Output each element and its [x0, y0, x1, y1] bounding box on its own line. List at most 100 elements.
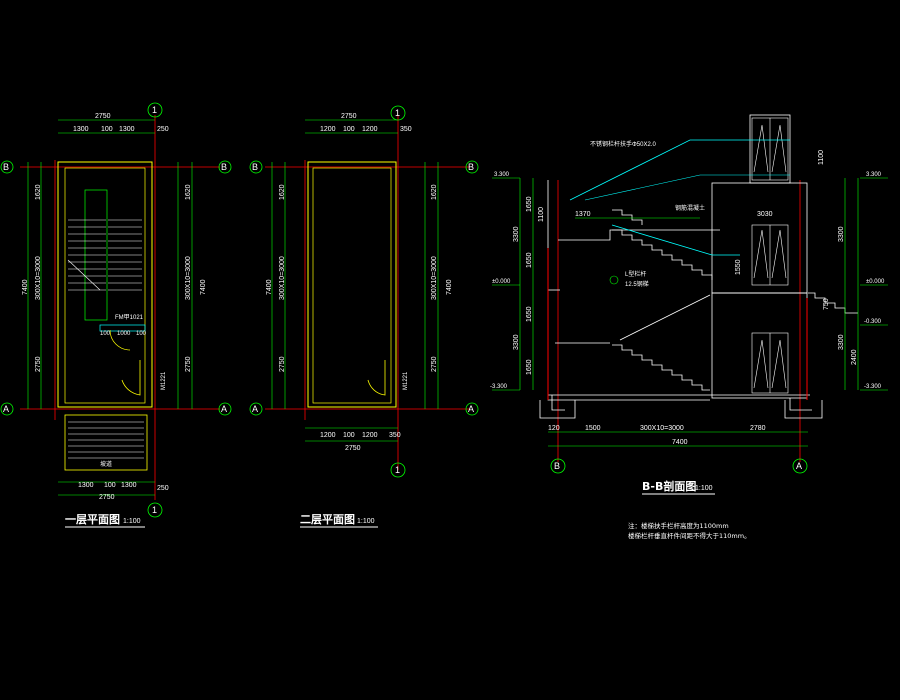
plan2-top-part-1: 1200 [320, 126, 336, 133]
plan2-axis-bubble-a-left: A [249, 402, 263, 416]
section-left-inner-4: 1650 [526, 359, 533, 375]
svg-text:A: A [252, 404, 258, 414]
plan2-right-mid: 300X10=3000 [431, 256, 438, 300]
svg-text:B: B [468, 162, 474, 172]
svg-text:B: B [3, 162, 9, 172]
section-h-dim-3: 300X10=3000 [640, 425, 684, 432]
plan1-win-dim-3: 100 [136, 331, 147, 337]
section-left-inner-3: 1650 [526, 306, 533, 322]
section-level-left-2: ±0.000 [492, 279, 511, 285]
plan-2: 2750 1200 100 1200 350 1200 100 1200 350… [249, 105, 479, 528]
section-right-dim-3: 2400 [851, 349, 858, 365]
section-h-overall: 7400 [672, 439, 688, 446]
plan2-left-mid: 300X10=3000 [279, 256, 286, 300]
svg-text:A: A [221, 404, 227, 414]
plan2-right-lower: 2750 [431, 356, 438, 372]
section-left-dim-2: 3300 [513, 334, 520, 350]
section-h-dim-4: 2780 [750, 425, 766, 432]
section-axis-bubble-b: B [550, 458, 566, 474]
plan1-win-dim-2: 1000 [117, 331, 131, 337]
section-h-dim-1: 120 [548, 425, 560, 432]
plan2-axis-bubble-b-right: B [465, 160, 479, 174]
section-level-left-1: 3.300 [494, 172, 510, 178]
plan1-right-upper: 1620 [185, 184, 192, 200]
plan1-right-overall: 7400 [200, 279, 207, 295]
plan2-axis-bubble-bottom: 1 [390, 462, 406, 478]
section-left-small: 1100 [538, 207, 545, 222]
plan1-scale: 1:100 [123, 518, 141, 525]
plan2-axis-bubble-a-right: A [465, 402, 479, 416]
plan2-bottom-overall: 2750 [345, 445, 361, 452]
plan1-axis-bubble-top: 1 [147, 102, 163, 118]
plan1-top-overall: 2750 [95, 113, 111, 120]
plan1-bottom-part-2: 100 [104, 482, 116, 489]
plan1-ramp-lines [68, 421, 144, 459]
section-upper-dim-2: 3030 [757, 211, 773, 218]
plan1-window [99, 324, 146, 332]
plan1-axis-bubble-a-right: A [218, 402, 232, 416]
plan2-right-overall: 7400 [446, 279, 453, 295]
section-right-dim-1: 3300 [838, 226, 845, 242]
section-leader-stair2: 12.5钢梯 [625, 280, 649, 288]
section-level-left-3: -3.300 [490, 384, 508, 390]
section-level-right-4: -3.300 [864, 384, 882, 390]
section-scale: 1:100 [695, 485, 713, 492]
plan1-axis-bubble-bottom: 1 [147, 502, 163, 518]
plan1-door-label: M1221 [161, 371, 167, 390]
plan1-ramp-label: 坡道 [100, 460, 112, 468]
section-dim-lines [519, 178, 859, 447]
svg-text:A: A [3, 404, 9, 414]
section-leader-top: 不锈钢栏杆扶手Φ50X2.0 [590, 140, 656, 148]
plan2-door-label: M1221 [403, 371, 409, 390]
plan2-left-lower: 2750 [279, 356, 286, 372]
plan1-right-lower: 2750 [185, 356, 192, 372]
plan1-bottom-part-1: 1300 [78, 482, 94, 489]
section-level-right-1: 3.300 [866, 172, 882, 178]
plan2-right-upper: 1620 [431, 184, 438, 200]
plan1-axis-bubble-a-left: A [0, 402, 14, 416]
plan2-bottom-part-2: 100 [343, 432, 355, 439]
section-left-inner-1: 1650 [526, 196, 533, 212]
svg-text:A: A [796, 461, 802, 471]
svg-text:A: A [468, 404, 474, 414]
svg-text:B: B [221, 162, 227, 172]
section-level-right-3: -0.300 [864, 319, 882, 325]
plan1-top-part-1: 1300 [73, 126, 89, 133]
plan1-inner-wall [64, 167, 146, 404]
plan2-bottom-part-3: 1200 [362, 432, 378, 439]
section-note-1: 注：楼梯扶手栏杆高度为1100mm [628, 521, 729, 530]
plan1-left-upper: 1620 [35, 184, 42, 200]
section-left-dim-1: 3300 [513, 226, 520, 242]
plan2-dim-lines [271, 119, 439, 442]
plan2-inner-wall [312, 167, 392, 404]
section-leader-mid: 钢筋混凝土 [675, 204, 705, 212]
plan1-ramp [64, 414, 148, 471]
plan1-right-mid: 300X10=3000 [185, 256, 192, 300]
plan1-left-lower: 2750 [35, 356, 42, 372]
section-level-markers [492, 177, 888, 391]
plan2-bottom-part-1: 1200 [320, 432, 336, 439]
plan2-axis-bubble-top: 1 [390, 105, 406, 121]
section-leader-stair: L型栏杆 [625, 270, 646, 278]
plan1-dim-lines [27, 119, 193, 496]
plan1-outer-wall [57, 161, 153, 408]
plan-1: 2750 1300 100 1300 250 1300 100 1300 250… [0, 102, 232, 528]
section-axis-bubble-a: A [792, 458, 808, 474]
plan2-outer-wall [307, 161, 397, 408]
section-h-dim-2: 1500 [585, 425, 601, 432]
plan2-axis-bubble-b-left: B [249, 160, 263, 174]
plan1-window-swing [109, 329, 131, 351]
svg-text:1: 1 [152, 505, 157, 515]
plan2-door-swing [367, 360, 386, 396]
plan1-top-offset: 250 [157, 126, 169, 133]
plan1-top-part-3: 1300 [119, 126, 135, 133]
plan1-bottom-part-3: 1300 [121, 482, 137, 489]
plan2-scale: 1:100 [357, 518, 375, 525]
plan2-bottom-offset: 350 [389, 432, 401, 439]
svg-text:B: B [252, 162, 258, 172]
section-title: B-B剖面图 [642, 479, 696, 493]
section-structure [539, 114, 858, 419]
section-detail-marker [609, 275, 619, 285]
plan1-win-dim-1: 100 [100, 331, 111, 337]
section-level-right-2: ±0.000 [866, 279, 885, 285]
